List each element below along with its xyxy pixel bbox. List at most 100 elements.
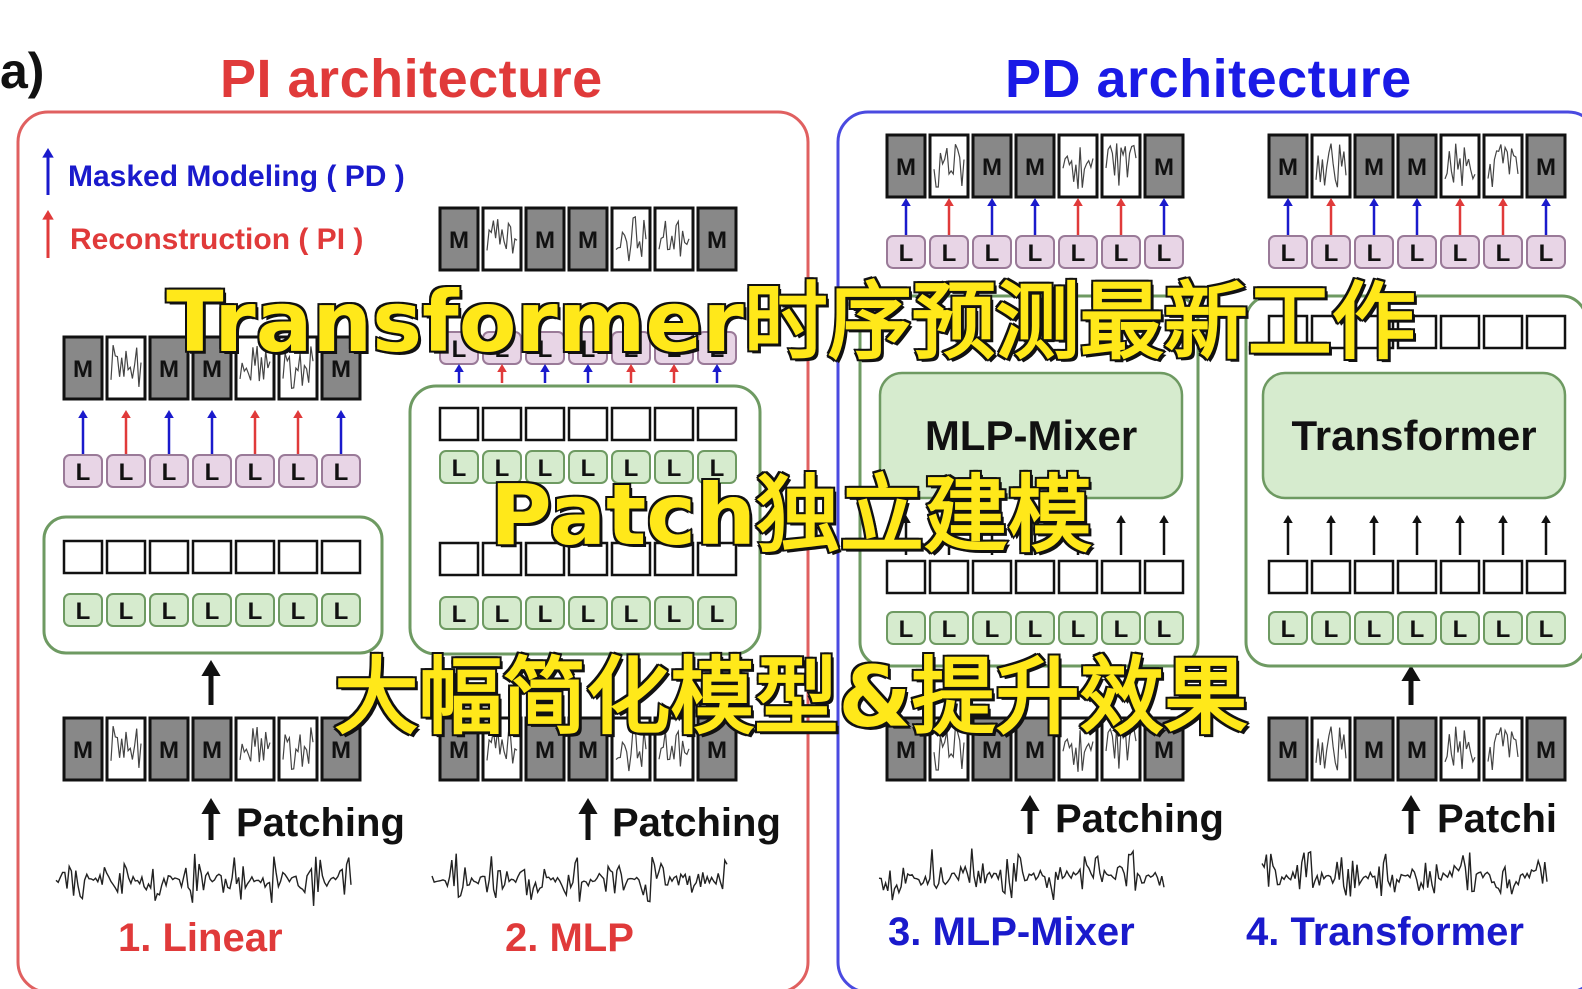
linear-token (525, 450, 565, 484)
mask-letter: M (1154, 737, 1174, 764)
linear-letter: L (1157, 616, 1172, 643)
mask-letter: M (896, 737, 916, 764)
head-arrow (1326, 198, 1336, 236)
mask-letter: M (1278, 154, 1298, 181)
patching-label-1: Patching (236, 801, 405, 845)
patch-token (653, 206, 695, 272)
linear-letter: L (624, 601, 639, 628)
masked-token (1525, 133, 1567, 199)
caption-linear: 1. Linear (118, 916, 283, 960)
head-arrow (293, 410, 303, 455)
head-arrow (1116, 515, 1126, 555)
linear-encoder-block (42, 515, 384, 655)
masked-token (885, 133, 927, 199)
linear-token (278, 454, 318, 488)
arrow-head (669, 364, 679, 372)
head-arrow (164, 410, 174, 455)
mixer-embedding-row (885, 559, 1185, 595)
masked-token (1396, 133, 1438, 199)
arrow-head (1159, 515, 1169, 523)
embedding-box (1353, 314, 1395, 350)
head-arrow (1283, 515, 1293, 555)
head-arrow (1498, 198, 1508, 236)
arrow-head (944, 198, 954, 206)
linear-letter: L (452, 336, 467, 363)
linear-token (697, 596, 737, 630)
linear-token (235, 593, 275, 627)
embedding-box (1100, 559, 1142, 595)
linear-up-arrow (201, 660, 221, 705)
patch-waveform (1487, 727, 1519, 770)
panel-label: a) (0, 43, 45, 99)
linear-token (568, 450, 608, 484)
linear-letter: L (985, 240, 1000, 267)
mask-letter: M (1025, 737, 1045, 764)
linear-token (1354, 611, 1394, 645)
embedding-box (1396, 559, 1438, 595)
linear-letter: L (1028, 616, 1043, 643)
mask-letter: M (1536, 737, 1556, 764)
overlay-line-2: Patch独立建模 (489, 465, 1094, 566)
head-arrow (497, 364, 507, 383)
head-arrow (1030, 198, 1040, 236)
linear-letter: L (1453, 616, 1468, 643)
linear-letter: L (76, 598, 91, 625)
arrow-head (1030, 198, 1040, 206)
head-arrow (987, 515, 997, 555)
linear-letter: L (1324, 240, 1339, 267)
arrow-head (1498, 515, 1508, 523)
linear-token (611, 596, 651, 630)
transformer-patching-arrow (1401, 795, 1421, 834)
linear-letter: L (119, 459, 134, 486)
masked-token (567, 206, 609, 272)
linear-letter: L (710, 601, 725, 628)
linear-token (439, 596, 479, 630)
linear-letter: L (162, 598, 177, 625)
patch-waveform (615, 215, 647, 262)
pi-frame (16, 110, 810, 989)
transformer-time-series (1261, 850, 1548, 897)
embedding-box (524, 541, 566, 577)
linear-letter: L (1324, 616, 1339, 643)
patch-waveform (1487, 144, 1519, 187)
linear-letter: L (334, 598, 349, 625)
embedding-box (567, 541, 609, 577)
linear-letter: L (1114, 240, 1129, 267)
linear-letter: L (942, 240, 957, 267)
linear-letter: L (899, 240, 914, 267)
masked-token (1353, 716, 1395, 782)
embedding-box (1353, 559, 1395, 595)
mask-letter: M (1154, 154, 1174, 181)
patch-waveform (239, 727, 271, 763)
linear-token (972, 235, 1012, 269)
arrow-head (1116, 198, 1126, 206)
linear-token (1440, 235, 1480, 269)
arrow-head (1401, 665, 1421, 681)
legend-reconstruction: Reconstruction ( PI ) (70, 223, 364, 256)
head-arrow (540, 364, 550, 383)
linear-letter: L (291, 459, 306, 486)
mask-letter: M (1278, 737, 1298, 764)
linear-letter: L (942, 616, 957, 643)
embedding-box (1143, 559, 1185, 595)
linear-token (278, 593, 318, 627)
linear-token (235, 454, 275, 488)
transformer-embedding-row-top (1267, 314, 1567, 350)
pd-frame (836, 110, 1582, 989)
transformer-core-box (1261, 371, 1567, 500)
patch-waveform (239, 346, 271, 382)
linear-letter: L (1539, 616, 1554, 643)
mixer-up-arrows (901, 515, 1169, 555)
masked-token (62, 335, 104, 401)
mixer-core-box (878, 371, 1184, 500)
linear-letter: L (452, 455, 467, 482)
linear-letter: L (452, 601, 467, 628)
linear-letter: L (538, 601, 553, 628)
mask-letter: M (159, 356, 179, 383)
patch-waveform (110, 344, 142, 387)
patch-waveform (110, 725, 142, 768)
patch-waveform (1105, 726, 1137, 769)
linear-token (1144, 235, 1184, 269)
